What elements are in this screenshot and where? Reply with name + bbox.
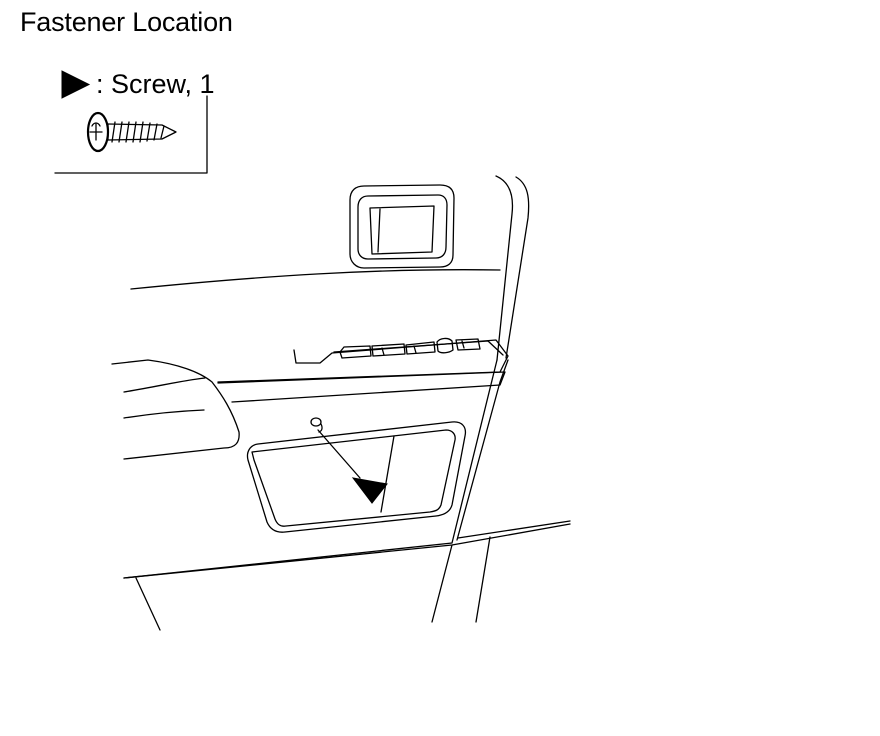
door-pull-pocket [246, 417, 467, 533]
legend-frame [54, 95, 208, 174]
black-triangle-marker-icon [61, 70, 91, 99]
inner-handle [349, 184, 455, 269]
door-panel [111, 175, 571, 631]
screw-hole [310, 417, 322, 427]
legend-box [54, 70, 208, 174]
screw-icon [86, 111, 177, 153]
screw-location-marker [351, 477, 388, 504]
power-window-switches [339, 337, 481, 359]
screw-legend-label: : Screw, 1 [96, 69, 215, 99]
page-title: Fastener Location [20, 7, 233, 37]
